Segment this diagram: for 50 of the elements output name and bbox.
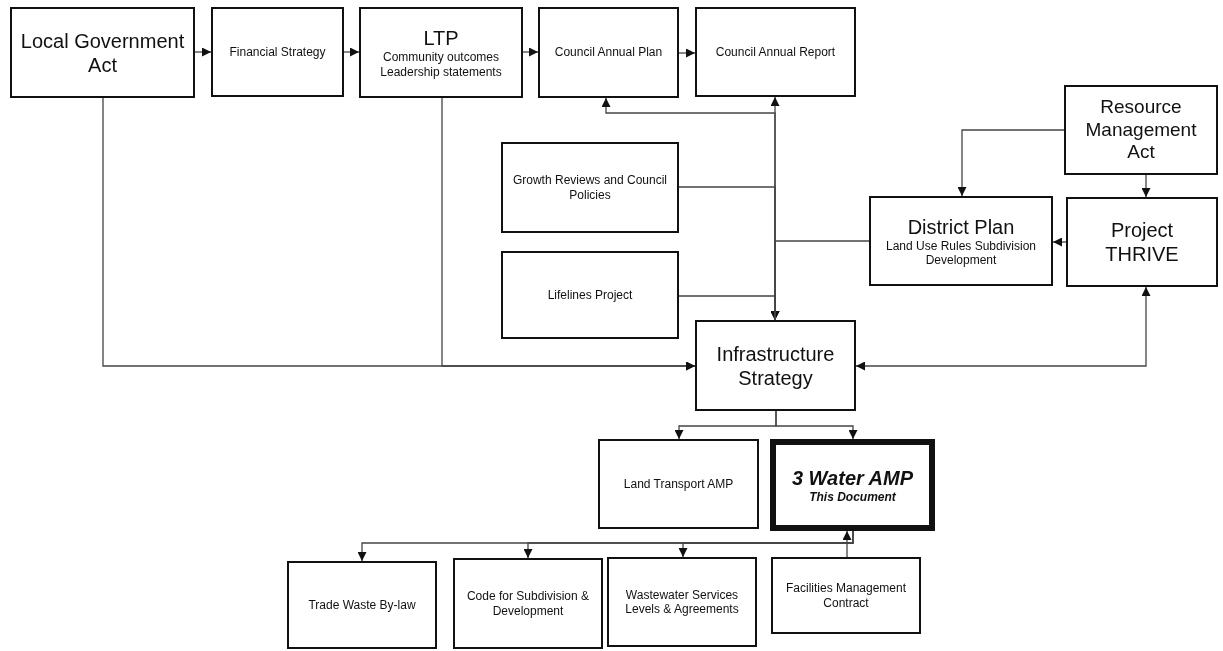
process-box [1064, 85, 1218, 175]
box-title: Facilities Management Contract [784, 581, 908, 610]
process-box [598, 439, 759, 529]
process-box [287, 561, 437, 649]
arrow [1141, 174, 1151, 198]
arrow [957, 129, 1065, 197]
arrow [441, 97, 696, 371]
process-box [453, 558, 603, 649]
box-subtitle: Community outcomes Leadership statements [379, 50, 503, 79]
box-title: Land Transport AMP [623, 476, 734, 492]
process-box [770, 439, 935, 531]
process-box [771, 557, 921, 634]
box-title: Local Government Act [19, 28, 186, 77]
process-box [607, 557, 757, 647]
arrow [775, 410, 858, 440]
arrow [522, 47, 539, 57]
box-subtitle: Land Use Rules Subdivision Development [884, 238, 1038, 268]
process-box [359, 7, 523, 98]
box-title: Growth Reviews and Council Policies [511, 173, 669, 202]
box-title: 3 Water AMP [791, 465, 914, 490]
arrow [678, 530, 854, 558]
process-box [501, 142, 679, 233]
box-title: District Plan [907, 214, 1015, 239]
arrow [601, 97, 776, 321]
process-box [501, 251, 679, 339]
arrow [842, 530, 852, 558]
arrow [855, 286, 1151, 371]
process-box [695, 7, 856, 97]
process-box [10, 7, 195, 98]
box-title: Lifelines Project [547, 287, 633, 303]
box-title: Wastewater Services Levels & Agreements [624, 587, 740, 617]
process-box [869, 196, 1053, 286]
box-title: Council Annual Plan [554, 45, 663, 60]
process-box [211, 7, 344, 97]
box-title: LTP [423, 26, 459, 51]
arrow [678, 48, 696, 58]
process-box [538, 7, 679, 98]
arrow [194, 47, 212, 57]
arrow [343, 47, 360, 57]
box-title: Financial Strategy [229, 44, 326, 60]
process-box [695, 320, 856, 411]
box-subtitle: This Document [809, 489, 896, 505]
box-title: Infrastructure Strategy [715, 341, 836, 390]
box-title: Code for Subdivision & Development [465, 589, 591, 618]
box-title: Council Annual Report [715, 44, 836, 60]
box-title: Resource Management Act [1084, 95, 1198, 165]
box-title: Project THRIVE [1104, 218, 1180, 266]
box-title: Trade Waste By-law [308, 597, 416, 613]
arrow [1052, 237, 1067, 247]
process-box [1066, 197, 1218, 287]
